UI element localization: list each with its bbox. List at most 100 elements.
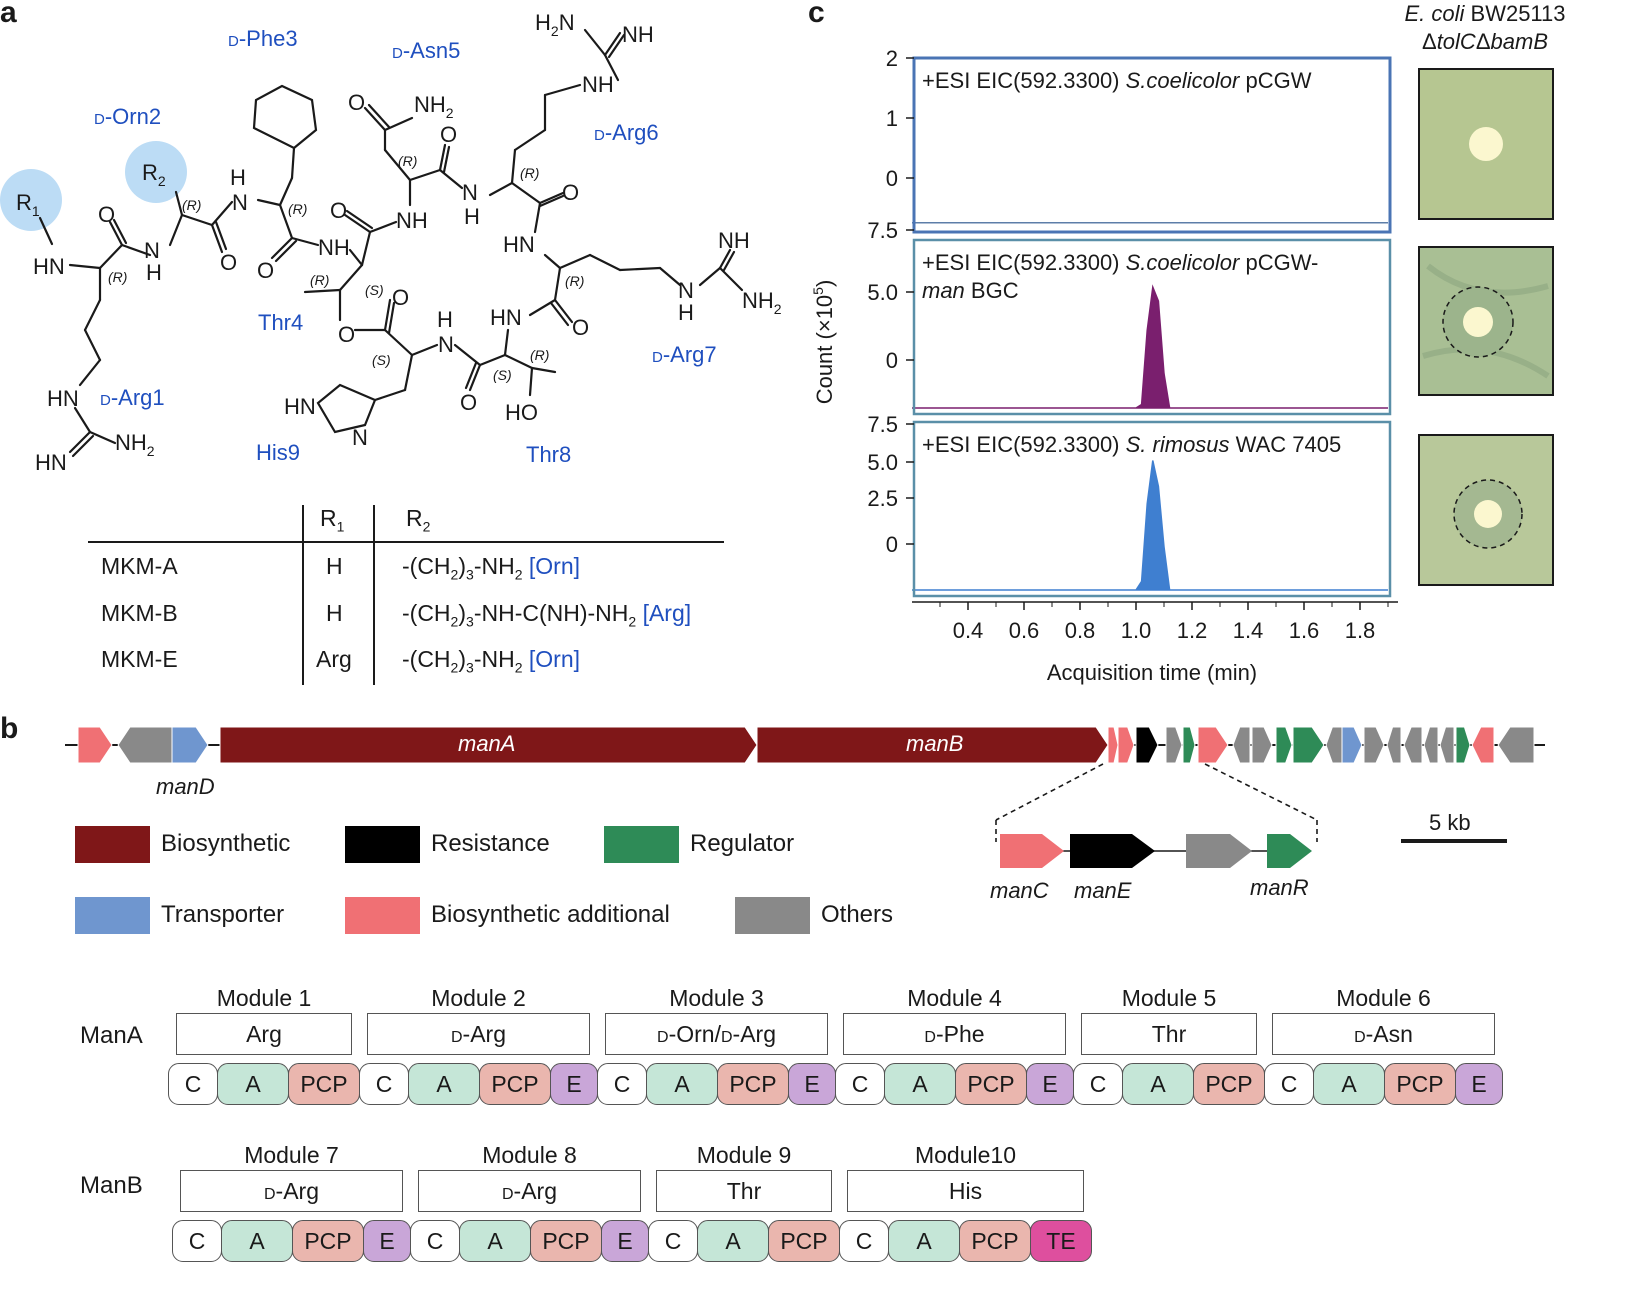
domain-a: A bbox=[408, 1063, 480, 1105]
gene-arrow bbox=[219, 726, 758, 764]
x-tick-label: 0.6 bbox=[1009, 618, 1040, 643]
domain-a: A bbox=[697, 1220, 769, 1262]
panel-b-letter: b bbox=[0, 712, 19, 745]
svg-text:N: N bbox=[462, 180, 478, 205]
svg-text:Thr4: Thr4 bbox=[258, 310, 303, 335]
svg-text:O: O bbox=[440, 122, 457, 147]
domain-c: C bbox=[172, 1220, 222, 1262]
module-substrate: His bbox=[847, 1170, 1084, 1212]
eic-panel-2: +ESI EIC(592.3300) S.coelicolor pCGW-man… bbox=[867, 218, 1392, 416]
legend-swatch bbox=[735, 897, 810, 934]
gene-arrow bbox=[1363, 726, 1385, 764]
domain-a: A bbox=[884, 1063, 956, 1105]
y-tick-label: 0 bbox=[886, 166, 898, 191]
domain-pcp: PCP bbox=[479, 1063, 551, 1105]
svg-text:O: O bbox=[348, 90, 365, 115]
svg-text:(R): (R) bbox=[565, 273, 584, 289]
inhibition-plate-1 bbox=[1418, 68, 1554, 220]
svg-text:D-Arg1: D-Arg1 bbox=[100, 385, 165, 410]
svg-text:N: N bbox=[144, 238, 160, 263]
gene-arrow bbox=[77, 726, 113, 764]
module-title: Module10 bbox=[914, 1142, 1017, 1168]
svg-text:H2N: H2N bbox=[535, 10, 575, 39]
gene-arrow bbox=[1165, 726, 1183, 764]
bgc-gene-map: manA manB manD manC manE manR 5 kb bbox=[65, 726, 1545, 903]
svg-text:N: N bbox=[678, 278, 694, 303]
legend-swatch bbox=[75, 826, 150, 863]
x-tick-label: 1.4 bbox=[1233, 618, 1264, 643]
module-title: Module 5 bbox=[1121, 985, 1217, 1011]
domain-c: C bbox=[410, 1220, 460, 1262]
svg-text:H: H bbox=[678, 300, 694, 325]
mkm-structure: R1 R2 HN N H O (R) (R) HN NH2 HN O H N (… bbox=[0, 10, 782, 475]
svg-text:N: N bbox=[352, 425, 368, 450]
panel-c-letter: c bbox=[808, 0, 825, 29]
module-title: Module 1 bbox=[216, 985, 312, 1011]
legend-label: Transporter bbox=[161, 901, 285, 928]
svg-text:O: O bbox=[572, 315, 589, 340]
module-title: Module 2 bbox=[431, 985, 526, 1011]
inhibition-plate-2 bbox=[1418, 246, 1554, 396]
svg-text:(S): (S) bbox=[493, 367, 512, 383]
y-tick-label: 1 bbox=[886, 106, 898, 131]
gene-arrow bbox=[1455, 726, 1471, 764]
svg-text:(R): (R) bbox=[108, 269, 127, 285]
svg-text:NH: NH bbox=[396, 208, 428, 233]
domain-a: A bbox=[1122, 1063, 1194, 1105]
domain-c: C bbox=[597, 1063, 647, 1105]
r2-header: R2 bbox=[406, 505, 431, 535]
svg-text:O: O bbox=[460, 390, 477, 415]
domain-pcp: PCP bbox=[288, 1063, 360, 1105]
gene-arrow bbox=[1232, 726, 1251, 764]
x-tick-label: 1.6 bbox=[1289, 618, 1320, 643]
table-row-r2: -(CH2)3-NH2 [Orn] bbox=[402, 553, 581, 583]
manA-row-label: ManA bbox=[80, 1022, 143, 1049]
svg-text:NH2: NH2 bbox=[742, 288, 782, 317]
eic-title-1: +ESI EIC(592.3300) S.coelicolor pCGW bbox=[922, 68, 1312, 93]
domain-a: A bbox=[888, 1220, 960, 1262]
domain-c: C bbox=[835, 1063, 885, 1105]
module-title: Module 3 bbox=[669, 985, 764, 1011]
module-title: Module 7 bbox=[244, 1142, 339, 1168]
svg-text:D-Arg7: D-Arg7 bbox=[652, 342, 717, 367]
legend-swatch bbox=[75, 897, 150, 934]
svg-text:H: H bbox=[437, 307, 453, 332]
y-tick-label: 5.0 bbox=[867, 280, 898, 305]
svg-text:NH: NH bbox=[718, 228, 750, 253]
gene-arrow bbox=[171, 726, 209, 764]
domain-a: A bbox=[221, 1220, 293, 1262]
svg-text:O: O bbox=[330, 198, 347, 223]
domain-pcp: PCP bbox=[768, 1220, 840, 1262]
legend-label: Resistance bbox=[431, 830, 550, 857]
domain-pcp: PCP bbox=[530, 1220, 602, 1262]
module-substrate: Thr bbox=[1081, 1013, 1257, 1055]
domain-a: A bbox=[646, 1063, 718, 1105]
domain-pcp: PCP bbox=[717, 1063, 789, 1105]
gene-arrow bbox=[1117, 726, 1135, 764]
manR-gene-label: manR bbox=[1250, 875, 1309, 900]
svg-text:(S): (S) bbox=[365, 282, 384, 298]
module-title: Module 8 bbox=[482, 1142, 577, 1168]
svg-text:NH2: NH2 bbox=[115, 430, 155, 459]
eic-peak-3 bbox=[912, 460, 1388, 591]
domain-c: C bbox=[1264, 1063, 1314, 1105]
svg-text:NH2: NH2 bbox=[414, 92, 454, 121]
legend-label: Others bbox=[821, 901, 894, 928]
svg-text:NH: NH bbox=[582, 72, 614, 97]
svg-text:(R): (R) bbox=[288, 201, 307, 217]
svg-text:(S): (S) bbox=[372, 352, 391, 368]
module-substrate: Thr bbox=[656, 1170, 832, 1212]
table-row-r2: -(CH2)3-NH-C(NH)-NH2 [Arg] bbox=[402, 600, 692, 630]
gene-arrow bbox=[1439, 726, 1455, 764]
scale-bar-label: 5 kb bbox=[1429, 810, 1471, 835]
svg-text:H: H bbox=[230, 165, 246, 190]
svg-text:O: O bbox=[338, 322, 355, 347]
svg-text:(R): (R) bbox=[310, 272, 329, 288]
domain-pcp: PCP bbox=[1193, 1063, 1265, 1105]
svg-text:H: H bbox=[146, 260, 162, 285]
module-substrate: D-Asn bbox=[1272, 1013, 1495, 1055]
